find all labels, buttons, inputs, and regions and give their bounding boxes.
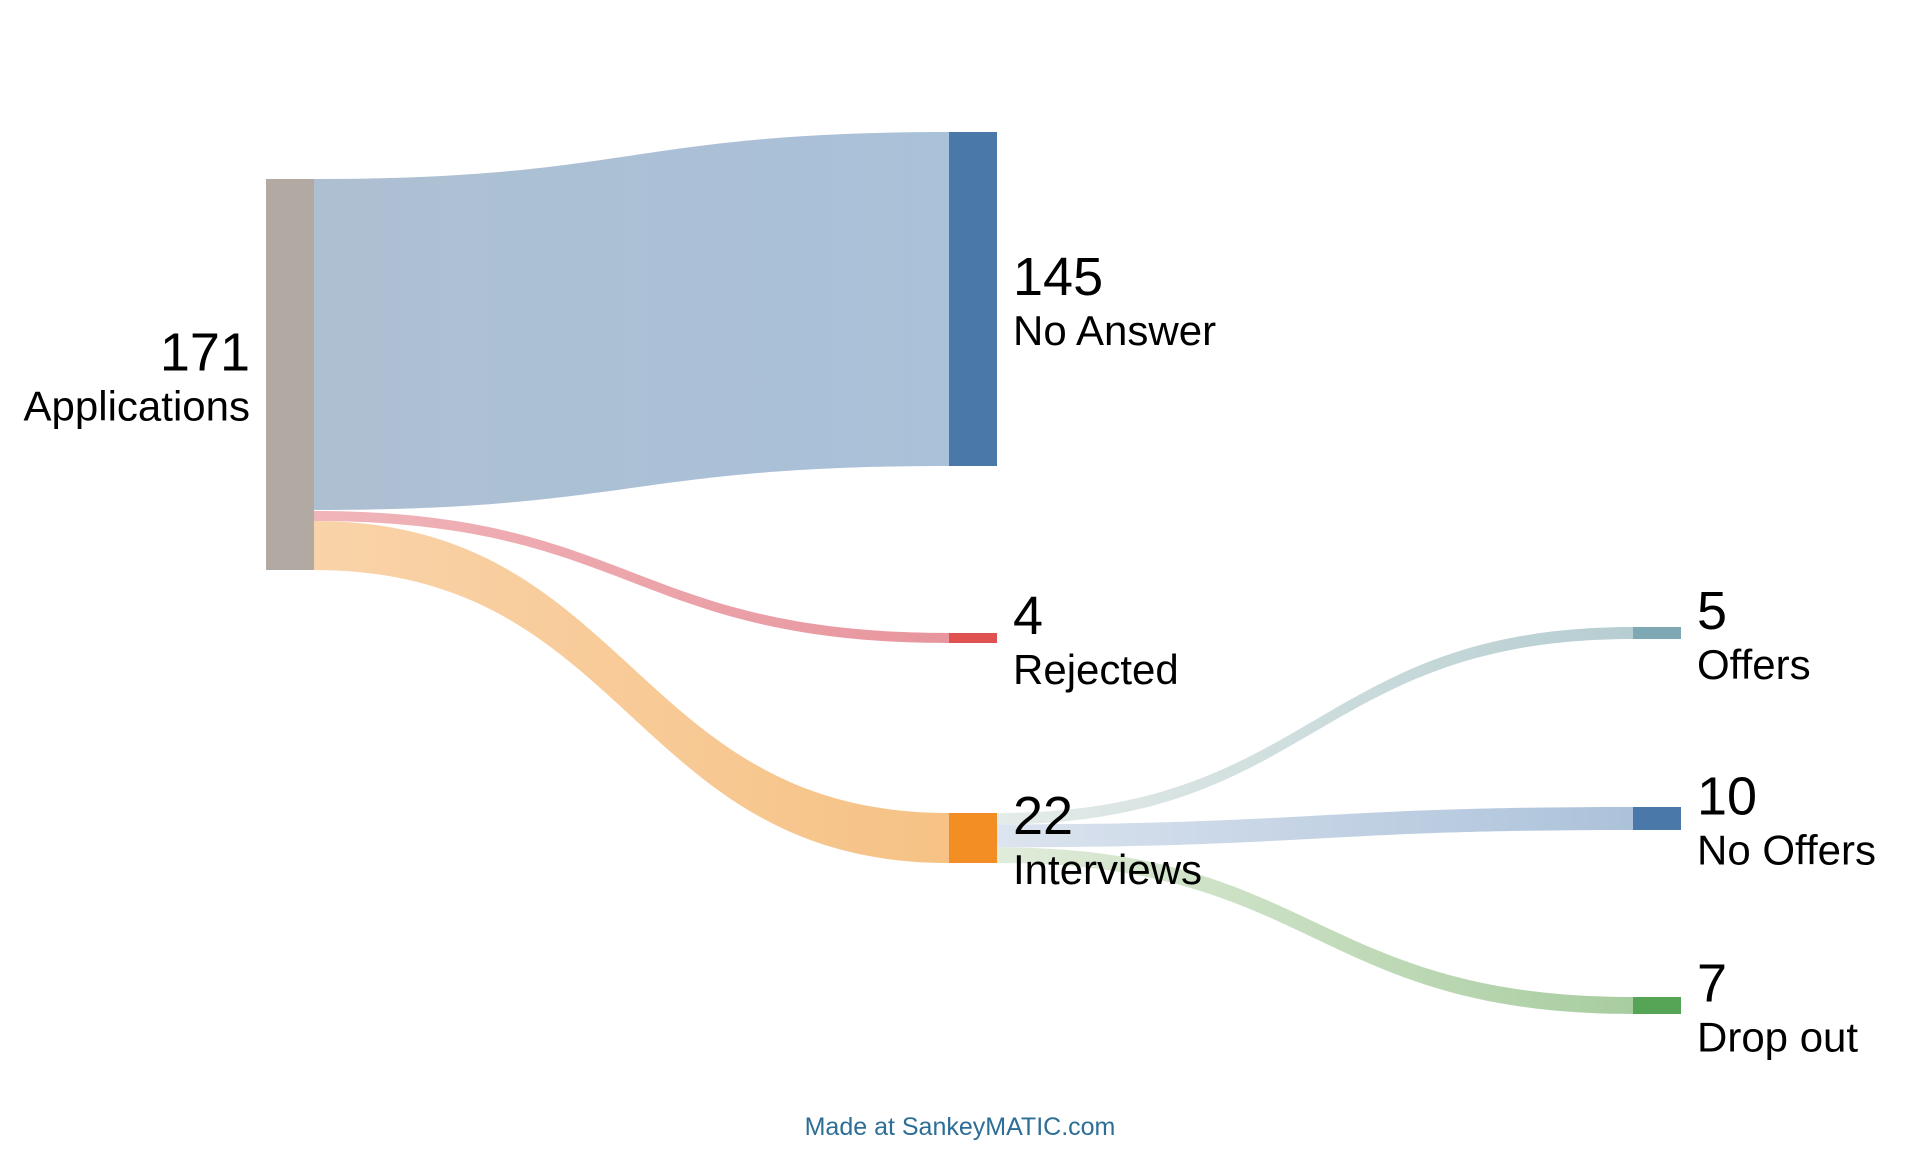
node-applications bbox=[266, 179, 314, 570]
flow-interviews-to-offers bbox=[997, 627, 1633, 825]
node-label-name-rejected: Rejected bbox=[1013, 646, 1179, 693]
node-offers bbox=[1633, 627, 1681, 639]
flow-interviews-to-drop_out bbox=[997, 847, 1633, 1014]
node-label-name-no_offers: No Offers bbox=[1697, 827, 1876, 874]
node-no_offers bbox=[1633, 807, 1681, 830]
node-label-value-interviews: 22 bbox=[1013, 786, 1073, 846]
node-drop_out bbox=[1633, 997, 1681, 1014]
node-rejected bbox=[949, 633, 997, 643]
node-label-value-rejected: 4 bbox=[1013, 586, 1043, 646]
flow-applications-to-no_answer bbox=[314, 132, 949, 510]
node-label-name-drop_out: Drop out bbox=[1697, 1014, 1858, 1061]
node-label-name-no_answer: No Answer bbox=[1013, 307, 1216, 354]
node-label-value-no_answer: 145 bbox=[1013, 247, 1103, 307]
flow-interviews-to-no_offers bbox=[997, 807, 1633, 848]
node-label-value-drop_out: 7 bbox=[1697, 954, 1727, 1014]
node-label-name-applications: Applications bbox=[24, 383, 250, 430]
node-no_answer bbox=[949, 132, 997, 466]
node-label-name-interviews: Interviews bbox=[1013, 846, 1202, 893]
footer-credit: Made at SankeyMATIC.com bbox=[804, 1113, 1116, 1141]
node-interviews bbox=[949, 813, 997, 863]
node-label-value-offers: 5 bbox=[1697, 581, 1727, 641]
node-label-value-applications: 171 bbox=[160, 323, 250, 383]
node-label-value-no_offers: 10 bbox=[1697, 767, 1757, 827]
flow-applications-to-rejected bbox=[314, 511, 949, 643]
flow-applications-to-interviews bbox=[314, 521, 949, 863]
node-label-name-offers: Offers bbox=[1697, 641, 1811, 688]
